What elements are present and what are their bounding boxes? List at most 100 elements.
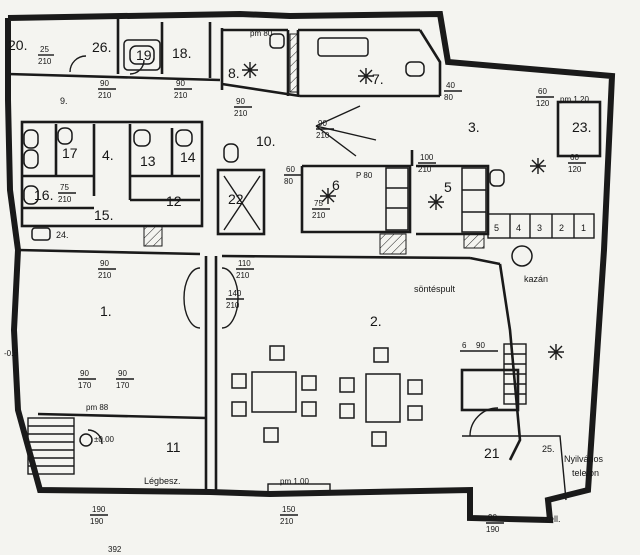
svg-text:25: 25 xyxy=(40,45,49,54)
svg-text:90: 90 xyxy=(318,119,327,128)
room-label-8: 8. xyxy=(228,65,240,81)
vent-label: szell. xyxy=(540,514,561,524)
svg-text:90: 90 xyxy=(118,369,127,378)
svg-text:190: 190 xyxy=(486,525,500,534)
room-label-23: 23. xyxy=(572,119,591,135)
bar-counter-label: söntéspult xyxy=(414,284,456,294)
room-label-6: 6 xyxy=(332,177,340,193)
stairs xyxy=(27,417,75,475)
room-label-5: 5 xyxy=(444,179,452,195)
room-label-20: 20. xyxy=(8,37,27,53)
svg-text:60: 60 xyxy=(538,87,547,96)
room-label-1: 1. xyxy=(100,303,112,319)
svg-text:60: 60 xyxy=(570,153,579,162)
strip-cell: 3 xyxy=(537,223,542,233)
boiler-strip: 5 4 3 2 1 xyxy=(494,223,586,233)
svg-text:210: 210 xyxy=(98,91,112,100)
svg-text:140: 140 xyxy=(228,289,242,298)
svg-text:90: 90 xyxy=(236,97,245,106)
interior-walls xyxy=(7,18,602,501)
svg-text:75: 75 xyxy=(60,183,69,192)
parapet-100: pm 1.00 xyxy=(280,477,309,486)
svg-text:40: 40 xyxy=(446,81,455,90)
svg-text:90: 90 xyxy=(80,369,89,378)
svg-text:210: 210 xyxy=(312,211,326,220)
room-label-17: 17 xyxy=(62,145,78,161)
svg-text:210: 210 xyxy=(174,91,188,100)
svg-text:210: 210 xyxy=(58,195,72,204)
light-icons xyxy=(242,62,564,360)
room-label-16: 16. xyxy=(34,187,53,203)
door-dim: 6 90 xyxy=(460,341,498,352)
room-label-21: 21 xyxy=(484,445,500,461)
room-label-4: 4. xyxy=(102,147,114,163)
svg-text:210: 210 xyxy=(226,301,240,310)
svg-text:90: 90 xyxy=(100,79,109,88)
strip-cell: 2 xyxy=(559,223,564,233)
svg-text:60: 60 xyxy=(286,165,295,174)
svg-text:170: 170 xyxy=(116,381,130,390)
svg-text:210: 210 xyxy=(418,165,432,174)
parapet-80: pm 80 xyxy=(250,29,273,38)
room-label-13: 13 xyxy=(140,153,156,169)
svg-text:190: 190 xyxy=(90,517,104,526)
parapet-120: pm 1.20 xyxy=(560,95,589,104)
outer-walls xyxy=(5,10,616,524)
parapet-p80: P 80 xyxy=(356,171,373,180)
window xyxy=(267,483,331,495)
svg-text:6: 6 xyxy=(462,341,467,350)
room-labels: 1. 2. 3. 4. 5 6 7. 8. 10. 11 12 13 14 15… xyxy=(8,37,591,461)
svg-text:75: 75 xyxy=(314,199,323,208)
svg-text:210: 210 xyxy=(98,271,112,280)
svg-text:170: 170 xyxy=(78,381,92,390)
ventilation-label: Légbesz. xyxy=(144,476,181,486)
svg-text:90: 90 xyxy=(476,341,485,350)
room-label-7: 7. xyxy=(372,71,384,87)
svg-text:90: 90 xyxy=(176,79,185,88)
room-label-24: 24. xyxy=(56,230,69,240)
room-label-25: 25. xyxy=(542,444,555,454)
room-label-3: 3. xyxy=(468,119,480,135)
svg-text:120: 120 xyxy=(536,99,550,108)
svg-text:150: 150 xyxy=(282,505,296,514)
room-label-12: 12 xyxy=(166,193,182,209)
annotations: söntéspult kazán Légbesz. Nyilvános tele… xyxy=(4,29,604,554)
svg-text:120: 120 xyxy=(568,165,582,174)
level-minus: -0.6 xyxy=(4,349,18,358)
strip-cell: 1 xyxy=(581,223,586,233)
svg-text:80: 80 xyxy=(444,93,453,102)
room-label-9: 9. xyxy=(60,96,68,106)
room-label-19: 19. xyxy=(136,47,155,63)
svg-text:190: 190 xyxy=(92,505,106,514)
parapet-88: pm 88 xyxy=(86,403,109,412)
svg-text:80: 80 xyxy=(284,177,293,186)
svg-text:210: 210 xyxy=(38,57,52,66)
room-label-26: 26. xyxy=(92,39,111,55)
level-label: ±0.00 xyxy=(94,435,115,444)
svg-text:90: 90 xyxy=(100,259,109,268)
boiler-label: kazán xyxy=(524,274,548,284)
svg-text:100: 100 xyxy=(420,153,434,162)
strip-cell: 4 xyxy=(516,223,521,233)
fixtures xyxy=(23,33,595,495)
